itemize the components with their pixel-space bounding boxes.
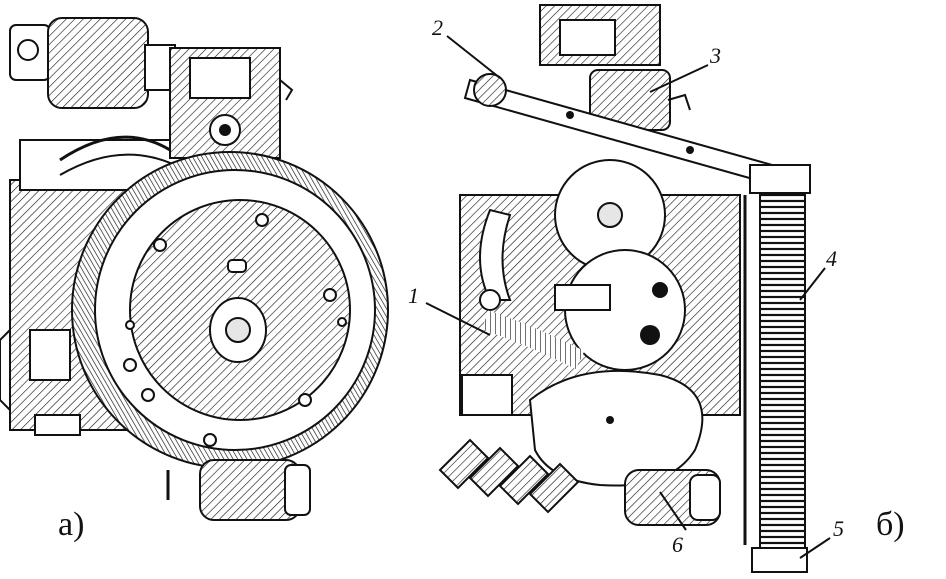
linkage-arm-lower	[59, 153, 176, 176]
leader-5	[799, 537, 831, 559]
lower-motor-cap	[689, 474, 721, 521]
side-latch	[0, 329, 11, 411]
rim-bolts	[123, 213, 347, 447]
spring-base-foot	[751, 547, 808, 573]
link-arm-joint	[479, 289, 501, 311]
gearbox-cover	[189, 57, 251, 99]
gear-side-hole	[652, 282, 668, 298]
upper-crank	[667, 93, 691, 111]
gear-lower-hole	[640, 325, 660, 345]
callout-leaders	[425, 35, 831, 559]
drawing-cutaway-view	[438, 4, 811, 573]
guard-rivet	[606, 416, 614, 424]
lever-left-pivot	[473, 73, 507, 107]
leader-2	[446, 35, 501, 79]
motor-body	[47, 17, 149, 109]
panel-label-a: а)	[58, 506, 84, 543]
center-emblem	[225, 317, 251, 343]
spring-top-cap	[749, 164, 811, 194]
lever-rivet-2	[686, 146, 694, 154]
leader-1	[425, 302, 491, 336]
callout-2: 2	[432, 15, 443, 40]
side-terminal-box	[29, 329, 71, 381]
large-gear-upper-hub	[597, 202, 623, 228]
small-gear-hub	[219, 124, 231, 136]
callout-5: 5	[833, 516, 844, 541]
leader-4	[799, 267, 826, 301]
drawing-front-view	[0, 17, 389, 521]
lever-block	[554, 284, 611, 311]
callout-1: 1	[408, 283, 419, 308]
nameplate	[34, 414, 81, 436]
bottom-motor-cap	[284, 464, 311, 516]
contact-tabs	[438, 438, 580, 514]
top-screw	[227, 259, 247, 273]
curved-link-arm	[479, 208, 512, 301]
callout-3: 3	[709, 43, 721, 68]
top-motor-window	[559, 19, 616, 56]
lever-rivet-1	[566, 111, 574, 119]
leader-3	[649, 64, 709, 93]
spring-column	[759, 189, 806, 551]
panel-label-b: б)	[876, 506, 905, 543]
linkage-arm	[59, 135, 171, 162]
callout-4: 4	[826, 246, 837, 271]
callout-6: 6	[672, 532, 683, 557]
motor-shaft-hub	[17, 39, 39, 61]
crank-handle	[279, 79, 294, 101]
terminal-box	[461, 374, 513, 416]
flexible-hose	[481, 310, 585, 369]
leader-6	[659, 491, 687, 531]
